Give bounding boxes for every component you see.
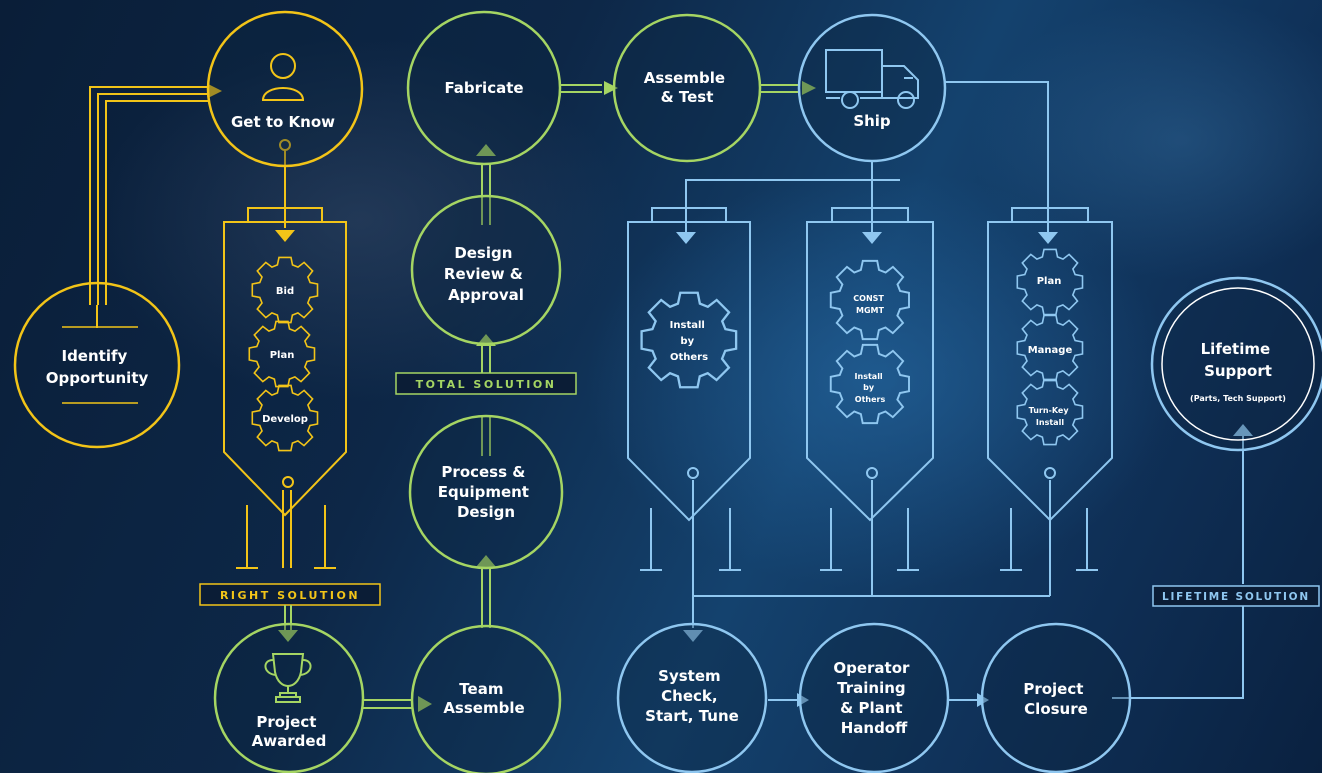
install-hoppers (627, 207, 1113, 522)
ship-circle (797, 13, 947, 163)
design-review-circle (410, 194, 562, 346)
gear-develop-label: Develop (262, 414, 308, 425)
operator-training-label: Operator Training & Plant Handoff (833, 659, 914, 737)
const-mgmt-label: CONST MGMT (853, 294, 886, 315)
identify-opportunity-circle (13, 281, 181, 449)
lifetime-support-outer-circle (1150, 276, 1322, 452)
project-awarded-label: Project Awarded (252, 713, 327, 750)
install-by-others-1-label: Install by Others (670, 320, 709, 363)
lifetime-support-label: Lifetime Support (1201, 340, 1276, 380)
trophy-icon (264, 653, 312, 703)
truck-icon (825, 49, 919, 109)
total-solution-label: TOTAL SOLUTION (416, 378, 557, 391)
lifetime-support-sub: (Parts, Tech Support) (1190, 394, 1286, 403)
lifetime-solution-banner (1152, 585, 1320, 607)
team-assemble-circle (410, 624, 562, 773)
gear-plan2-label: Plan (1037, 276, 1062, 287)
assemble-test-label: Assemble & Test (644, 69, 731, 106)
blue-connectors (640, 81, 1244, 701)
assemble-test-circle (612, 13, 762, 163)
process-design-circle (408, 414, 564, 570)
get-to-know-label: Get to Know (231, 113, 335, 131)
system-check-label: System Check, Start, Tune (645, 667, 739, 725)
operator-training-circle (798, 622, 950, 773)
process-design-label: Process & Equipment Design (438, 463, 534, 521)
total-solution-banner (395, 372, 577, 395)
design-review-label: Design Review & Approval (444, 244, 528, 304)
green-connectors (284, 84, 602, 709)
yellow-connectors (89, 86, 347, 569)
system-check-circle (616, 622, 768, 773)
team-assemble-label: Team Assemble (443, 680, 524, 717)
person-icon (261, 53, 305, 101)
right-solution-label: RIGHT SOLUTION (220, 589, 360, 602)
lifetime-support-inner-circle (1161, 287, 1315, 441)
gear-manage-label: Manage (1028, 345, 1073, 356)
lifetime-solution-label: LIFETIME SOLUTION (1162, 591, 1310, 603)
turnkey-label: Turn-Key Install (1029, 406, 1072, 427)
ship-label: Ship (853, 112, 891, 130)
gear-plan-label: Plan (270, 350, 295, 361)
fabricate-circle (406, 10, 562, 166)
gear-icon (640, 248, 1084, 446)
project-closure-circle (980, 622, 1132, 773)
gear-bid-label: Bid (276, 286, 294, 297)
fabricate-label: Fabricate (444, 79, 523, 97)
identify-opportunity-label-lines: Identify Opportunity (46, 347, 149, 387)
project-closure-label: Project Closure (1023, 680, 1088, 718)
install-by-others-2-label: Install by Others (855, 372, 886, 404)
